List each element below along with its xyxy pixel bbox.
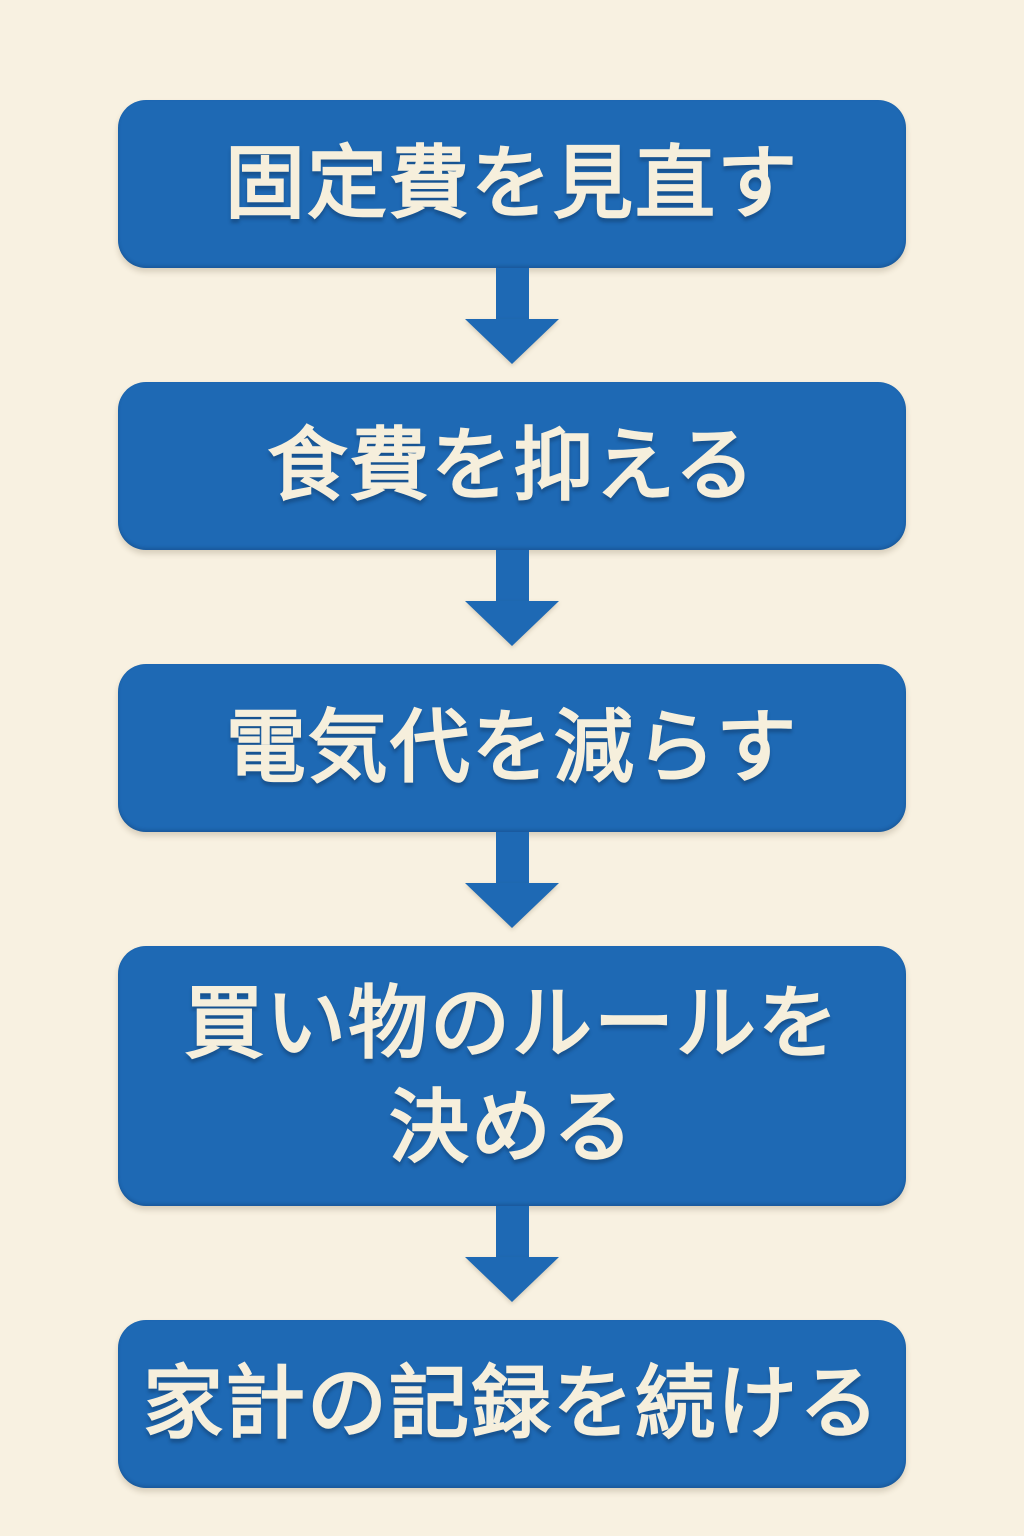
down-arrow-head <box>465 1257 559 1302</box>
down-arrow-head <box>465 319 559 364</box>
flow-step-fixed-costs: 固定費を見直す <box>118 100 906 268</box>
down-arrow-stem <box>495 832 529 883</box>
down-arrow-head <box>465 883 559 928</box>
flow-step-electricity-label: 電気代を減らす <box>225 703 799 792</box>
flow-step-electricity: 電気代を減らす <box>118 664 906 832</box>
flow-step-record-keeping-label: 家計の記録を続ける <box>143 1359 881 1448</box>
down-arrow-icon <box>118 1206 906 1320</box>
flow-step-food-costs: 食費を抑える <box>118 382 906 550</box>
savings-flowchart: 固定費を見直す 食費を抑える 電気代を減らす 買い物のルールを 決める 家計の記… <box>118 0 906 1488</box>
flow-step-food-costs-label: 食費を抑える <box>267 421 757 510</box>
down-arrow-stem <box>495 1206 529 1257</box>
down-arrow-icon <box>118 268 906 382</box>
down-arrow-head <box>465 601 559 646</box>
down-arrow-stem <box>495 268 529 319</box>
flow-step-shopping-rules: 買い物のルールを 決める <box>118 946 906 1206</box>
down-arrow-stem <box>495 550 529 601</box>
down-arrow-icon <box>118 832 906 946</box>
flow-step-fixed-costs-label: 固定費を見直す <box>225 139 799 228</box>
down-arrow-icon <box>118 550 906 664</box>
flow-step-shopping-rules-label: 買い物のルールを 決める <box>184 979 840 1172</box>
flow-step-record-keeping: 家計の記録を続ける <box>118 1320 906 1488</box>
